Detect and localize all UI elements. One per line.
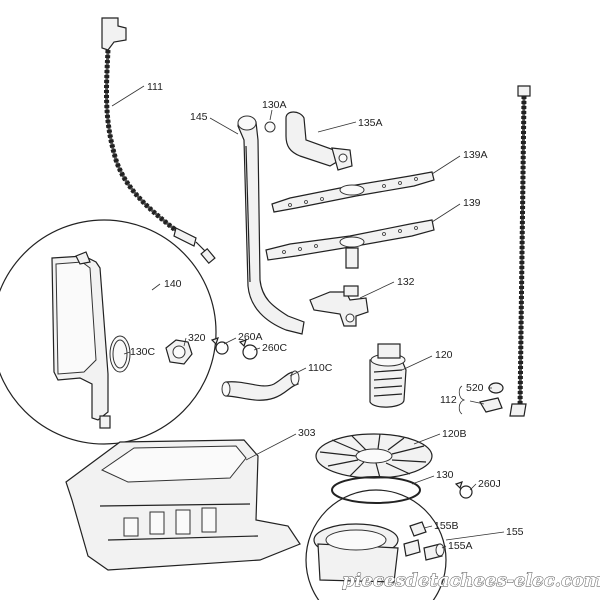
part-110C-drain-hose[interactable] — [221, 370, 300, 401]
label-135A: 135A — [358, 117, 383, 129]
part-140-detail-circle[interactable] — [0, 219, 217, 445]
watermark: piecesdetachees-elec.com — [342, 570, 600, 591]
label-130: 130 — [436, 469, 454, 481]
label-110C: 110C — [308, 362, 333, 374]
label-155A: 155A — [448, 540, 473, 552]
part-111-inlet-hose[interactable] — [101, 17, 216, 265]
label-140: 140 — [164, 278, 182, 290]
label-112: 112 — [440, 394, 457, 406]
label-260A: 260A — [238, 331, 263, 343]
part-130A-ring[interactable] — [264, 121, 276, 133]
part-130-gasket[interactable] — [331, 476, 421, 504]
callout-labels: 111 130A 135A 145 139A 139 140 132 320 2… — [130, 81, 524, 552]
part-120-pump[interactable] — [369, 343, 407, 408]
part-135A-spray-arm-support[interactable] — [285, 111, 353, 171]
part-303-base[interactable] — [65, 439, 301, 571]
label-320: 320 — [188, 332, 206, 344]
part-155A-fitting[interactable] — [423, 543, 445, 561]
part-120B-filter[interactable] — [315, 433, 433, 479]
part-145-spray-arm-tube[interactable] — [237, 115, 305, 335]
part-260J-clamp[interactable] — [454, 481, 473, 499]
label-520: 520 — [466, 382, 484, 394]
part-155B-valve[interactable] — [409, 521, 427, 537]
label-139A: 139A — [463, 149, 488, 161]
label-303: 303 — [298, 427, 316, 439]
part-155-detail-circle[interactable] — [305, 489, 447, 600]
part-112-fitting[interactable] — [479, 397, 503, 413]
label-155: 155 — [506, 526, 524, 538]
leader-lines — [111, 85, 505, 549]
label-145: 145 — [190, 111, 208, 123]
part-112-drain-hose[interactable] — [509, 85, 531, 417]
part-139-lower-spray-arm[interactable] — [265, 219, 435, 269]
part-320-nut[interactable] — [165, 339, 193, 365]
label-132: 132 — [397, 276, 415, 288]
label-155B: 155B — [434, 520, 459, 532]
label-130C: 130C — [130, 346, 156, 358]
label-111: 111 — [147, 81, 163, 93]
part-132-diverter[interactable] — [309, 285, 369, 327]
label-260J: 260J — [478, 478, 501, 490]
part-139A-upper-spray-arm[interactable] — [271, 171, 435, 213]
label-120: 120 — [435, 349, 453, 361]
part-260C-clamp[interactable] — [238, 339, 258, 360]
label-120B: 120B — [442, 428, 467, 440]
label-260C: 260C — [262, 342, 288, 354]
part-260A-clamp[interactable] — [210, 337, 229, 355]
label-139: 139 — [463, 197, 481, 209]
label-130A: 130A — [262, 99, 287, 111]
